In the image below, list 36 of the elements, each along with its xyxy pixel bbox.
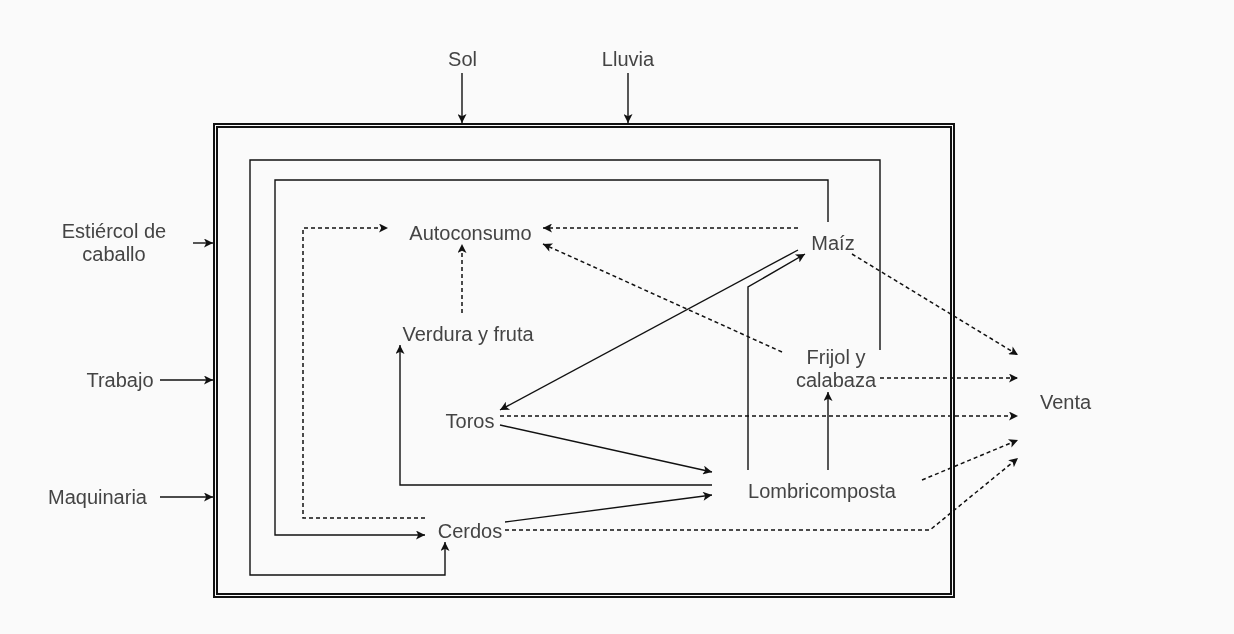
dashed-arrow [457,243,467,314]
dashed-arrow [504,457,1019,531]
node-label: Toros [435,405,505,437]
node-label: Autoconsumo [393,217,548,249]
arrow [747,253,806,471]
node-label: Verdura y fruta [383,318,553,350]
system-boundary [213,123,955,598]
node-label: Lombricomposta [717,475,927,507]
dashed-arrow [921,439,1019,481]
dashed-arrow [302,223,426,519]
node-label: Maíz [803,227,863,259]
arrow [192,238,214,248]
dashed-arrow [851,253,1019,356]
node-label: Lluvia [598,45,658,73]
node-label: Estiércol de caballo [35,215,193,270]
dashed-arrow [879,373,1019,383]
arrow [623,72,633,124]
node-label: Venta [1018,345,1113,460]
arrow [159,492,214,502]
dashed-arrow [542,223,799,233]
node-label: Sol [440,45,485,73]
dashed-arrow [542,243,783,353]
node-label: Maquinaria [35,483,160,511]
arrow [499,249,799,411]
arrow [249,159,881,576]
arrow [159,375,214,385]
arrow [823,391,833,471]
arrow [499,424,713,475]
node-label: Trabajo [80,366,160,394]
arrow [504,491,713,523]
arrow [274,179,829,540]
arrow [457,72,467,124]
dashed-arrow [499,411,1019,421]
node-label: Frijol y calabaza [787,340,885,397]
arrow [395,344,713,486]
node-label: Cerdos [430,515,510,547]
